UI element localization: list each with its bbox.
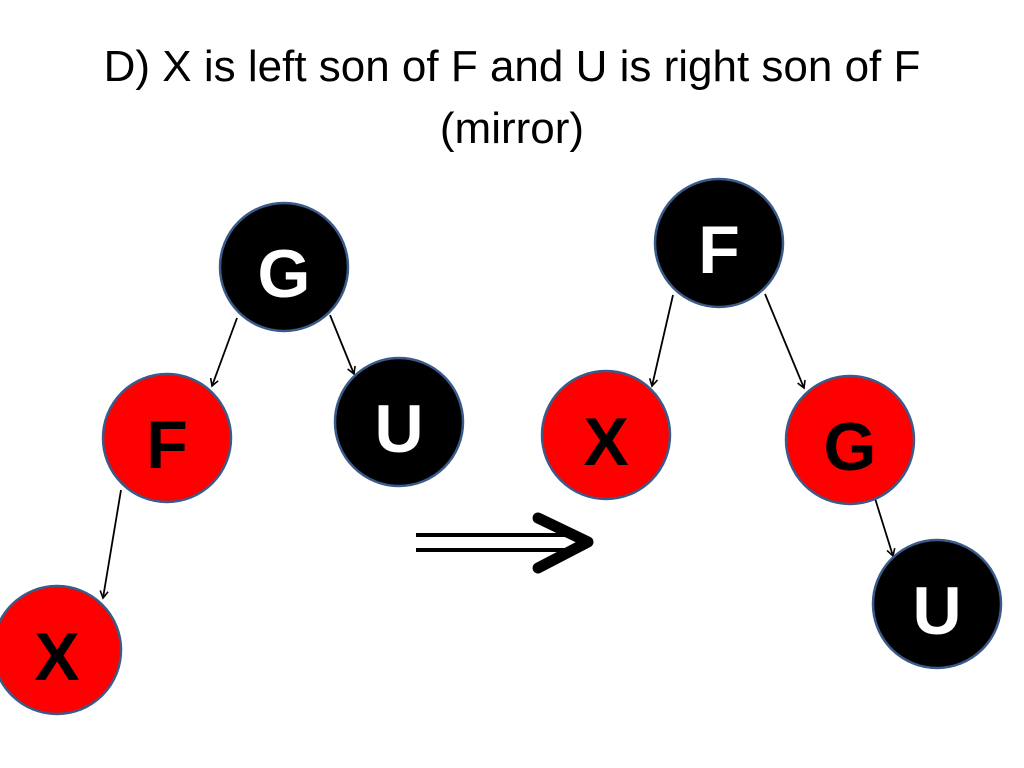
node-label: X	[583, 404, 628, 480]
after-node-F: F	[653, 177, 785, 309]
node-circle	[653, 177, 785, 309]
edge-G-U	[329, 314, 356, 376]
node-label: G	[824, 409, 877, 485]
node-circle	[218, 201, 350, 333]
node-circle	[871, 538, 1003, 670]
node-label: U	[374, 391, 423, 467]
before-node-F: F	[101, 372, 233, 504]
slide-title: D) X is left son of F and U is right son…	[20, 36, 1004, 160]
after-node-G: G	[784, 374, 916, 506]
title-line-2: (mirror)	[439, 104, 585, 153]
node-label: U	[912, 573, 961, 649]
edge-F-X	[648, 294, 674, 388]
node-label: F	[146, 407, 188, 483]
node-circle	[101, 372, 233, 504]
before-node-U: U	[333, 356, 465, 488]
before-tree: G F U X	[0, 201, 465, 716]
before-node-G: G	[218, 201, 350, 333]
edge-G-F	[209, 317, 238, 388]
title-line-1: D) X is left son of F and U is right son…	[103, 42, 921, 91]
node-label: G	[258, 236, 311, 312]
edge-F-X	[99, 489, 122, 600]
node-circle	[540, 369, 672, 501]
edge-F-G	[764, 293, 806, 390]
node-circle	[333, 356, 465, 488]
node-label: F	[698, 212, 740, 288]
node-circle	[784, 374, 916, 506]
double-right-arrow-icon	[416, 512, 594, 574]
node-label: X	[34, 619, 79, 695]
before-node-X: X	[0, 584, 123, 716]
edge-G-U	[872, 491, 896, 558]
after-node-X: X	[540, 369, 672, 501]
node-circle	[0, 584, 123, 716]
after-tree: F X G U	[540, 177, 1003, 670]
after-node-U: U	[871, 538, 1003, 670]
